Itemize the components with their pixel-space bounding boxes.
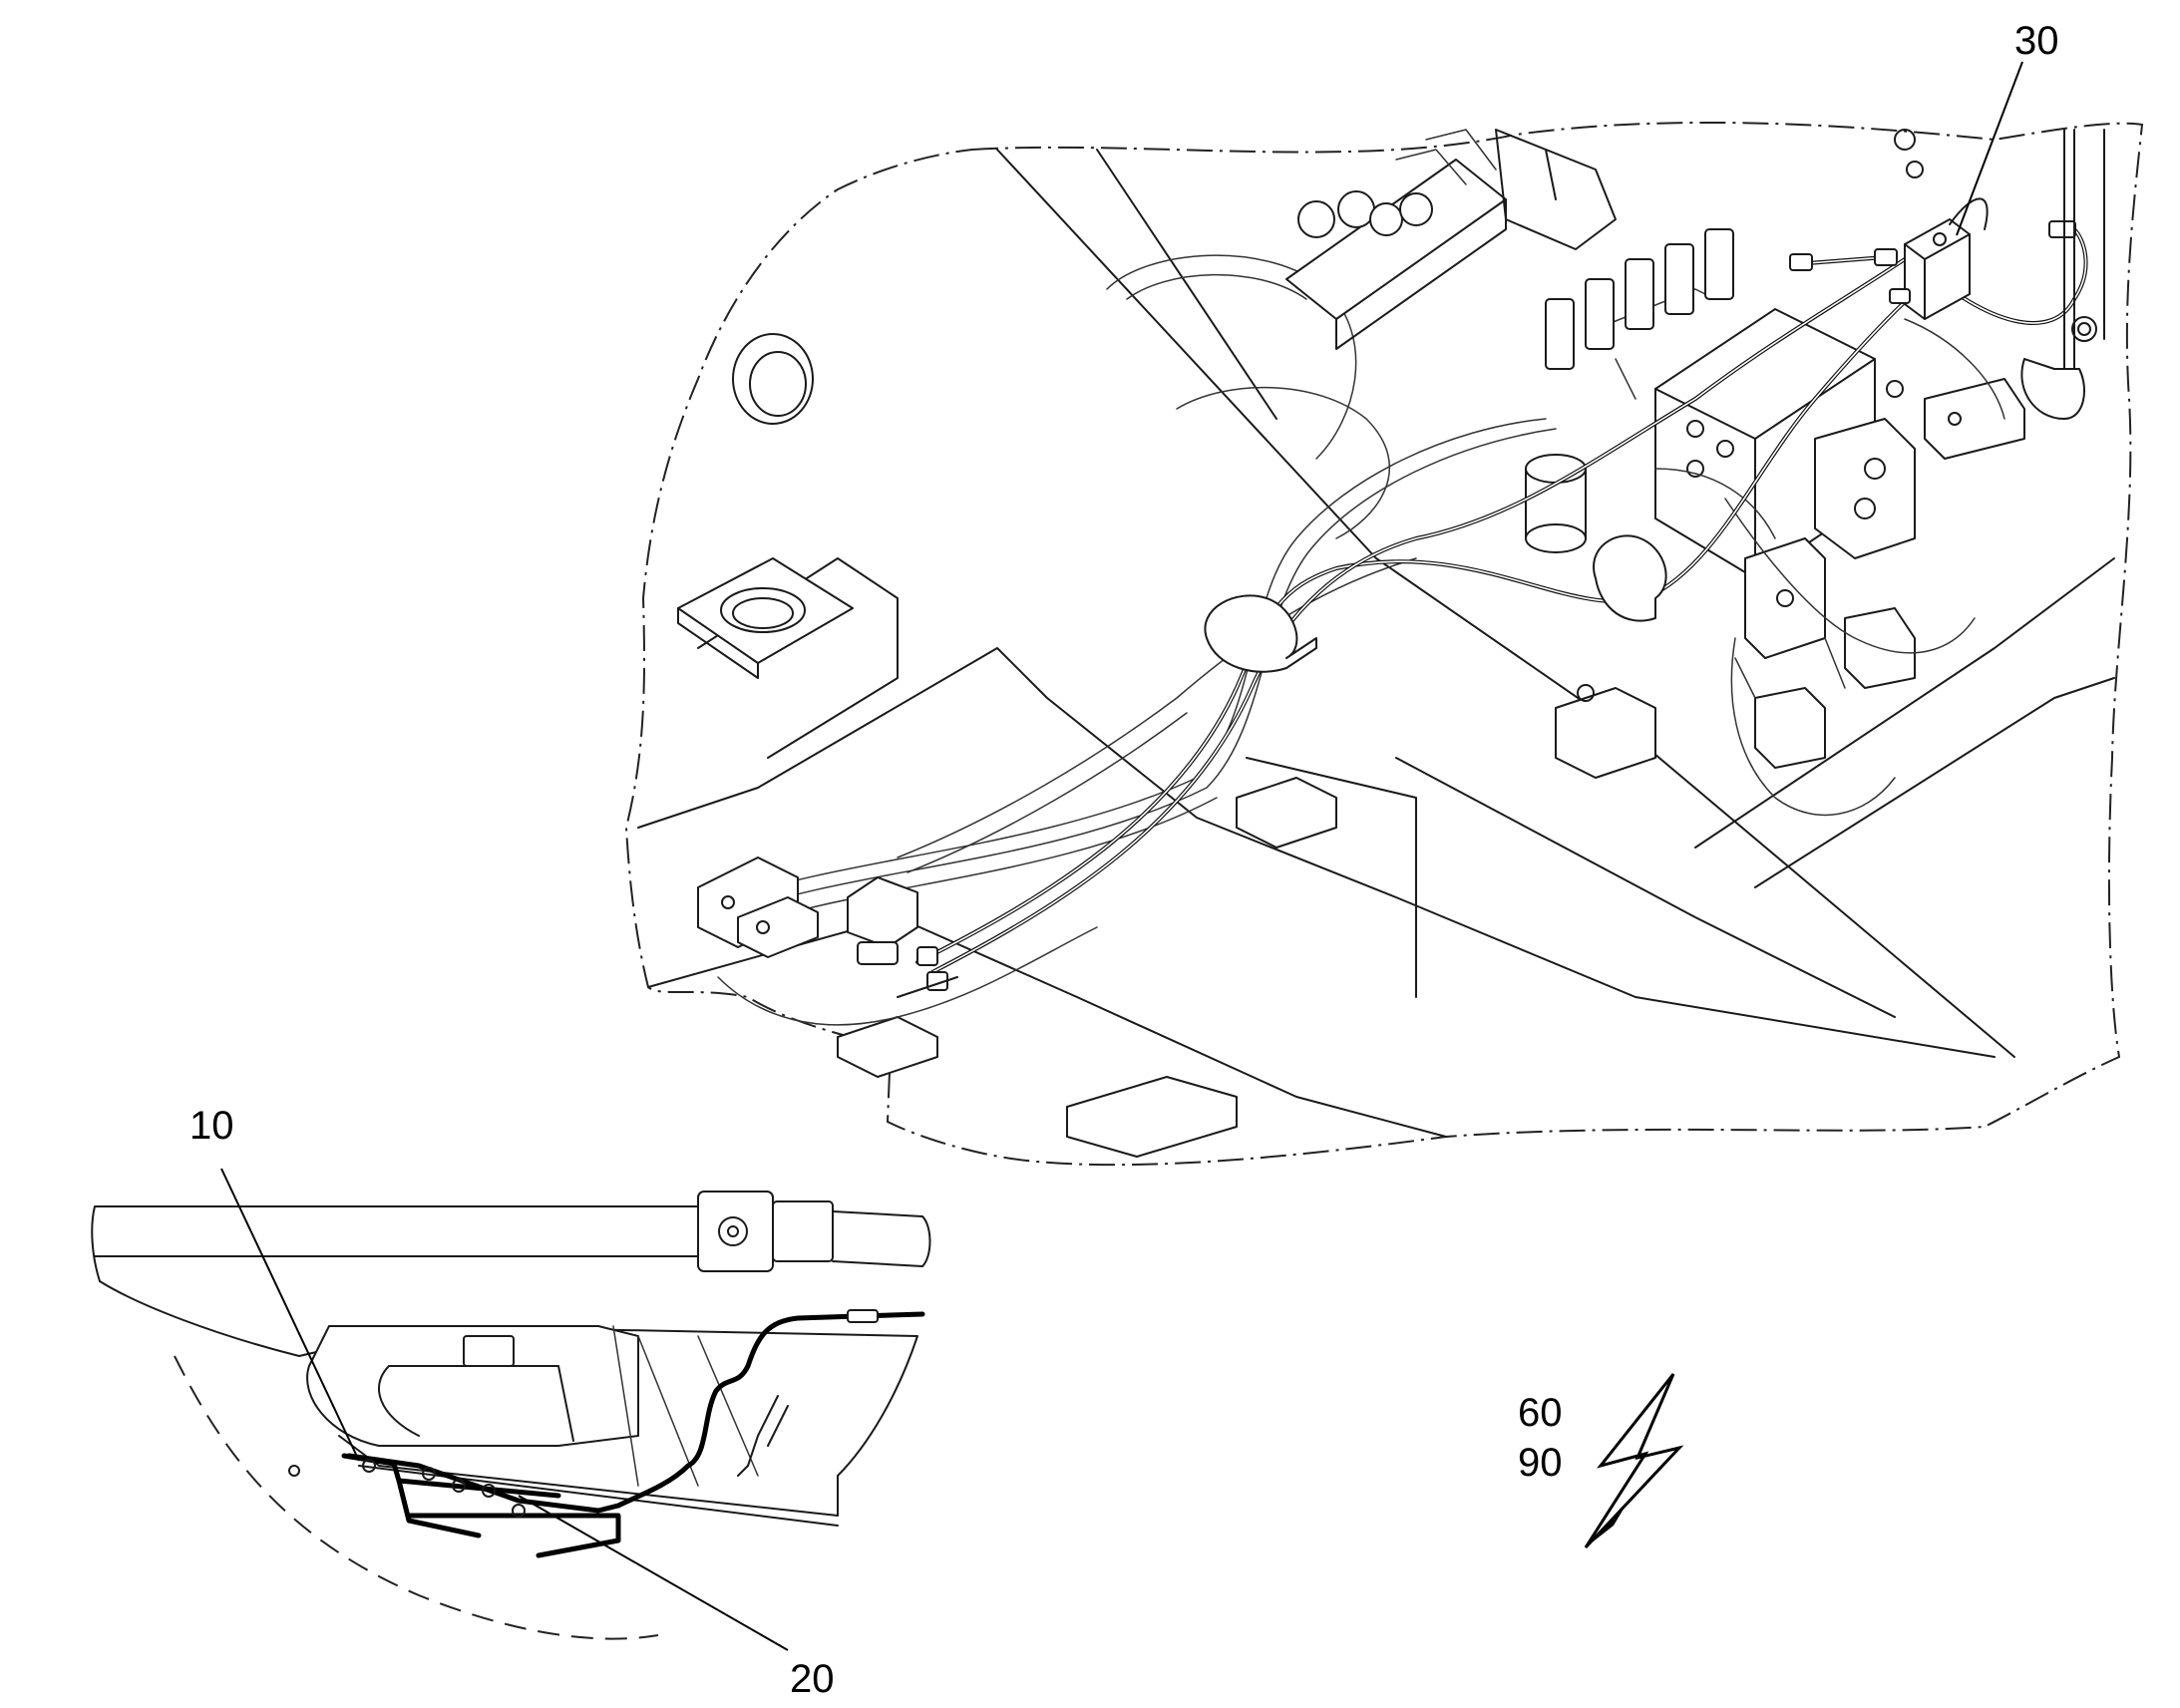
callout-90: 90 [1518, 1441, 1563, 1485]
hose-main-2 [930, 257, 1907, 974]
inset-cylinder-head [697, 1191, 931, 1272]
slew-ring-inner [1176, 386, 1390, 539]
chassis-beam [996, 149, 2015, 1058]
frame-post-right [2063, 129, 2105, 370]
inset-hose [615, 1311, 925, 1509]
callout-30: 30 [2014, 19, 2059, 63]
spool-valve-group [1545, 228, 1734, 370]
inset-arm-recess [378, 1365, 574, 1442]
inset-hose-fitting [737, 1309, 879, 1477]
chassis-lower-rail [647, 916, 1447, 1138]
chassis-inner-rail [1246, 757, 1896, 1018]
leader-30 [1956, 61, 2023, 236]
control-valve-bank [1285, 129, 1507, 350]
hose-bundle-thin [717, 318, 2005, 1026]
mount-plate-left [677, 557, 854, 679]
inset-bracket-10 [341, 1453, 621, 1558]
hose-clamp-3 [2020, 358, 2085, 420]
hose-clamp-1 [1204, 594, 1317, 673]
inset-panel-lines [612, 1325, 759, 1487]
inset-bolt [288, 1465, 300, 1477]
quick-connectors [897, 946, 958, 998]
block-lower-center [1555, 687, 1656, 779]
manifold-valve-30 [1904, 197, 1989, 320]
leader-10 [220, 1168, 360, 1462]
inset-boom-top [91, 1205, 699, 1282]
inset-view [91, 1191, 931, 1640]
callout-10: 10 [189, 1104, 234, 1148]
pad-bottom-left [837, 1016, 938, 1078]
leader-20 [518, 1495, 789, 1651]
inset-break-outline [174, 1355, 659, 1640]
frame-hole [732, 333, 814, 425]
detail-break-outline [624, 121, 2144, 1167]
inset-plate [463, 1335, 515, 1367]
bolt-heads-right [1577, 129, 2097, 702]
lower-valve-group [1734, 537, 1916, 769]
chassis-beam-edge [1096, 149, 1277, 420]
hose-main-3 [1923, 227, 2088, 325]
motor-block-right [1814, 378, 2025, 559]
pad-bottom [1066, 1076, 1238, 1158]
upper-bracket [1495, 129, 1617, 250]
main-detail-view [624, 121, 2144, 1167]
hose-fittings [1789, 220, 2076, 304]
callout-60: 60 [1518, 1391, 1563, 1435]
coupling-manifold [697, 856, 918, 965]
hose-main-1 [915, 257, 1957, 964]
pad-lower [1236, 777, 1337, 849]
lightning-bolt-icon [1584, 1373, 1684, 1549]
hose-clamp-2 [1593, 534, 1667, 622]
callout-20: 20 [790, 1657, 835, 1701]
chassis-side-wall [1694, 557, 2115, 888]
